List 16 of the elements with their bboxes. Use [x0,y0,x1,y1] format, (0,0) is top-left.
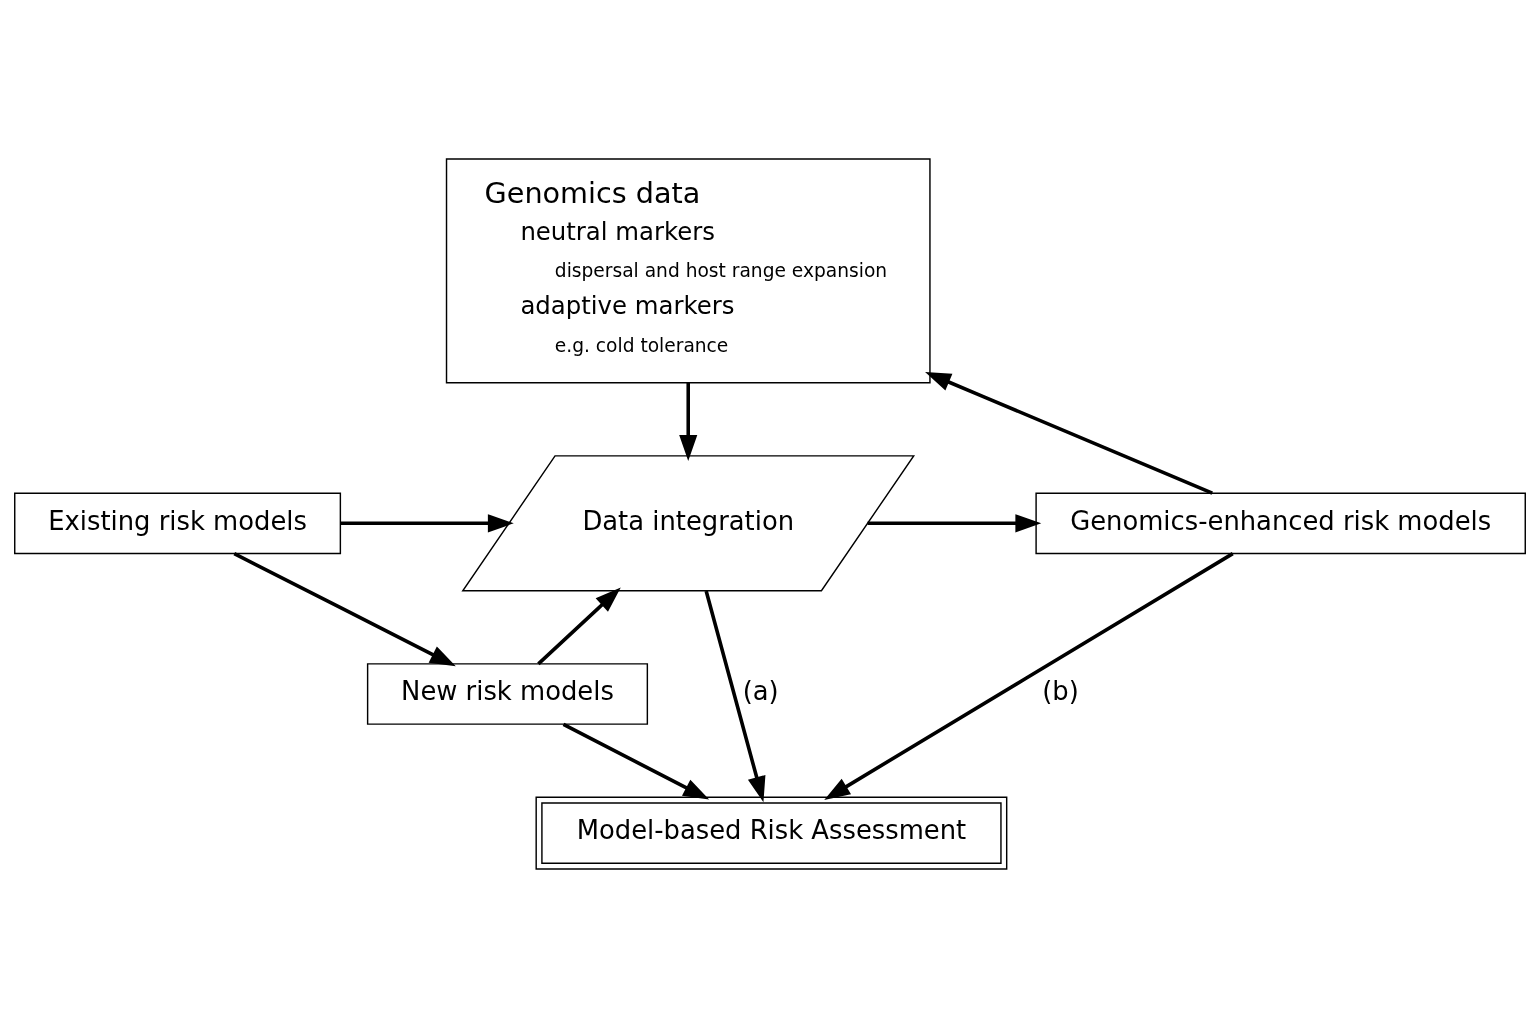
node-box: New risk models [366,663,648,725]
arrow [703,590,765,803]
arrow [867,514,1041,533]
arrow [924,372,1213,495]
arrow [562,722,709,800]
arrow [536,587,621,666]
node-box: Genomics data neutral markers dispersal and host range expansion adaptive markers e.g. cold tolerance [445,158,931,384]
edge-label: (b) [1041,676,1079,707]
node-box: Existing risk models [13,492,341,555]
arrow [823,552,1234,800]
arrow [678,382,697,461]
node-box: Genomics-enhanced risk models [1034,492,1526,555]
arrow [340,514,514,533]
edge-label: (a) [742,676,779,707]
node-box: Model-based Risk Assessment [534,796,1007,870]
arrow [232,552,456,667]
